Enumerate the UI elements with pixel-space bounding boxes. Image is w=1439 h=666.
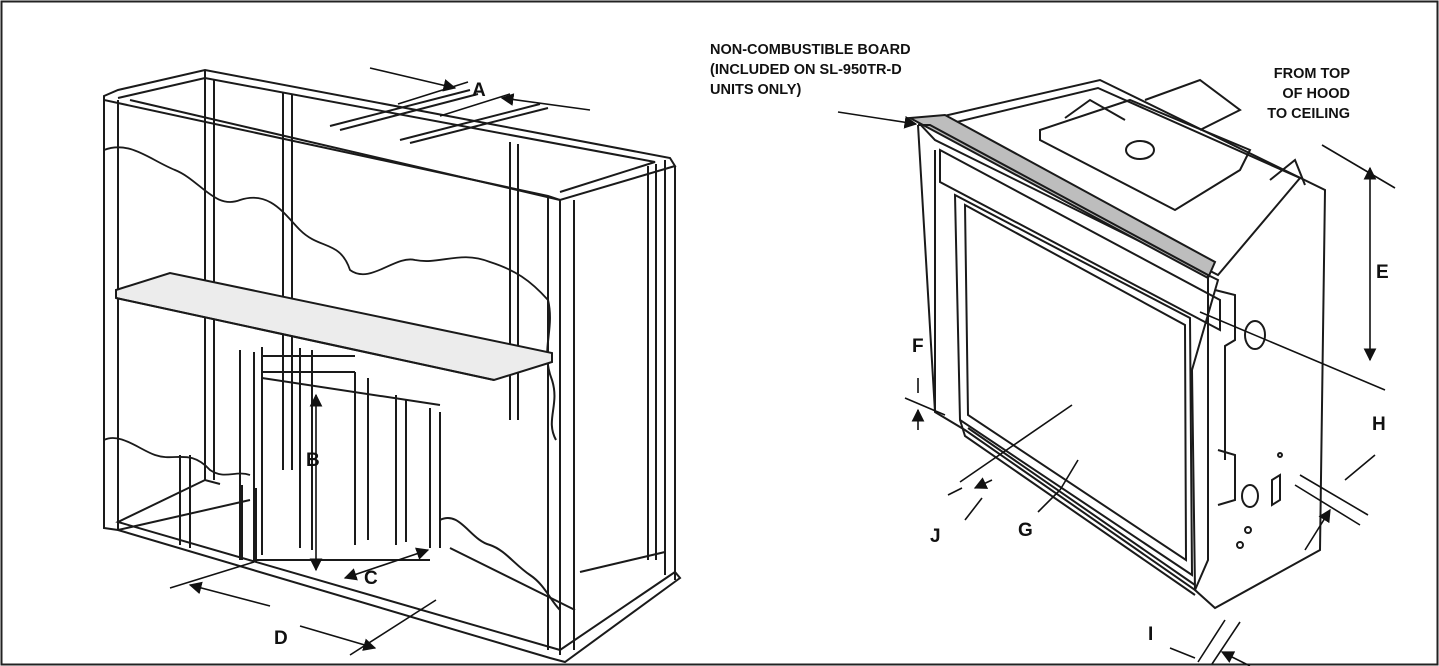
- drywall-top-edge: [103, 146, 549, 301]
- dim-label-d: D: [274, 628, 288, 649]
- dim-g-pointer: [1059, 459, 1079, 491]
- board-leader: [837, 111, 918, 129]
- dim-j-leader: [964, 497, 983, 521]
- dim-h-arrows: [1304, 454, 1376, 551]
- ceiling-note: FROM TOP OF HOOD TO CEILING: [1248, 64, 1350, 124]
- fireplace-dimensions: [837, 111, 1396, 666]
- dim-i-arrows: [1169, 648, 1251, 666]
- unit-front: [917, 124, 1209, 592]
- dim-label-i: I: [1148, 624, 1154, 645]
- frame-dimensions: [169, 67, 591, 656]
- board-note-line2: (INCLUDED ON SL-950TR-D: [710, 62, 902, 78]
- dim-c-arrow: [343, 547, 430, 581]
- glass-door: [953, 193, 1194, 577]
- drywall-bottom-edge: [103, 437, 251, 476]
- drywall-side-edge: [546, 299, 557, 441]
- dim-g-leader: [1037, 489, 1061, 513]
- dim-label-b: B: [306, 450, 320, 471]
- dim-label-c: C: [364, 568, 378, 589]
- dim-label-j: J: [930, 526, 941, 547]
- dim-d-arrow-left: [188, 581, 271, 607]
- right-post: [547, 196, 575, 655]
- dim-j-arrows: [947, 480, 993, 495]
- board-note-line3: UNITS ONLY): [710, 82, 802, 98]
- dim-e-extension-bottom: [1199, 311, 1386, 391]
- board-note-line1: NON-COMBUSTIBLE BOARD: [710, 42, 911, 58]
- ceiling-note-line1: FROM TOP: [1273, 66, 1350, 82]
- dim-label-a: A: [472, 80, 486, 101]
- ceiling-note-line3: TO CEILING: [1267, 106, 1350, 122]
- dim-a-arrow-right: [500, 93, 591, 111]
- dim-label-f: F: [912, 336, 924, 357]
- dim-label-h: H: [1372, 414, 1386, 435]
- board-note: NON-COMBUSTIBLE BOARD (INCLUDED ON SL-95…: [710, 40, 911, 100]
- top-frame: [103, 68, 677, 202]
- dim-label-e: E: [1376, 262, 1389, 283]
- dim-d-arrow-right: [299, 625, 377, 651]
- fireplace-unit: [906, 78, 1327, 610]
- ceiling-note-line2: OF HOOD: [1282, 86, 1350, 102]
- mantel-shelf: [115, 271, 553, 382]
- dim-label-g: G: [1018, 520, 1033, 541]
- framing-enclosure: [103, 68, 682, 664]
- dim-e-extension-top: [1321, 144, 1396, 189]
- dim-a-arrow-left: [369, 67, 457, 92]
- bottom-frame: [103, 478, 682, 664]
